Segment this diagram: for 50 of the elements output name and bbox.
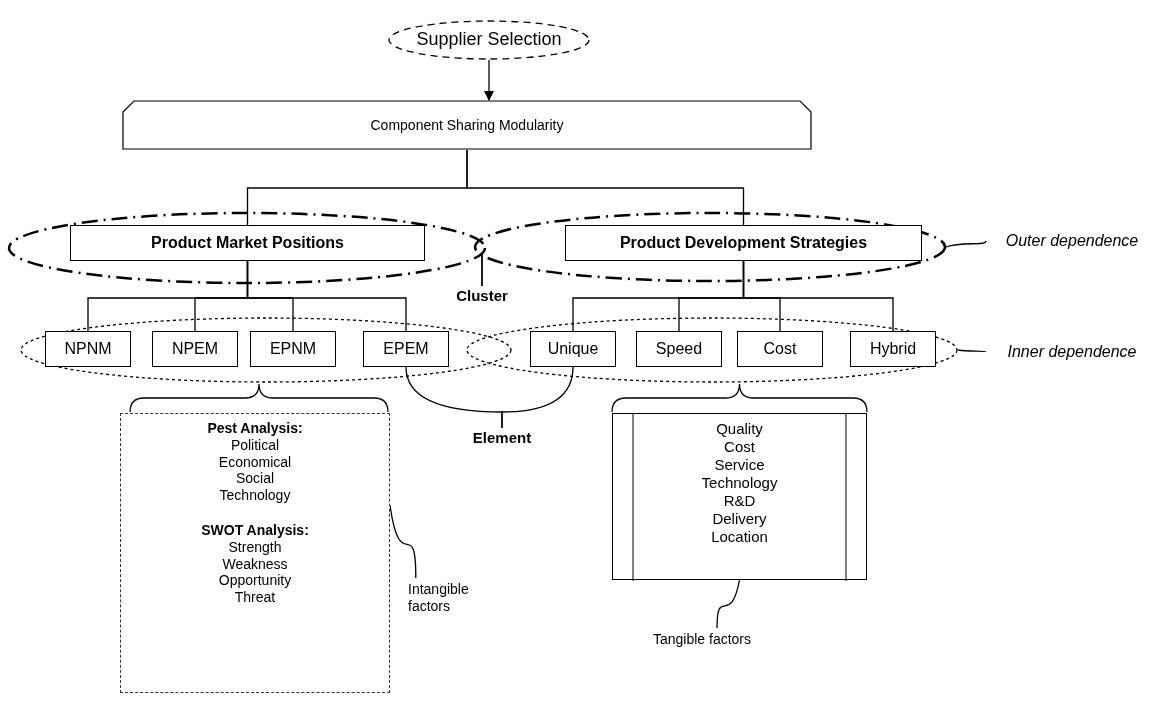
dash-dot-ellipse — [474, 212, 946, 282]
element-box: EPNM — [250, 331, 336, 367]
annotation-text: Inner dependence — [986, 341, 1158, 363]
connector-line — [742, 260, 894, 332]
annotation-text: Outer dependence — [986, 230, 1158, 252]
dash-dot-ellipse — [8, 212, 486, 284]
dotted-ellipse — [466, 317, 958, 383]
element-box: Speed — [636, 331, 722, 367]
leader-line — [716, 579, 741, 629]
connector-line — [466, 149, 745, 226]
leader-line — [945, 240, 987, 248]
leader-line — [501, 366, 574, 429]
list-item: Threat — [234, 589, 276, 606]
element-box: Unique — [530, 331, 616, 367]
annotation-text: Element — [468, 428, 536, 448]
list-item: Economical — [218, 453, 292, 471]
element-box: EPEM — [363, 331, 449, 367]
goal-ellipse: Supplier Selection — [388, 20, 590, 60]
cluster-box: Product Market Positions — [70, 225, 425, 261]
element-box: NPEM — [152, 331, 238, 367]
cluster-box: Product Development Strategies — [565, 225, 922, 261]
list-item: Location — [711, 528, 768, 546]
annotation-text: Cluster — [450, 286, 514, 306]
heading-text: Pest Analysis: — [207, 420, 303, 437]
arrow — [484, 59, 494, 101]
annotation-text: Tangible factors — [627, 628, 777, 650]
factor-list-box — [120, 413, 390, 693]
leader-line — [389, 504, 417, 579]
list-item: Cost — [724, 438, 755, 456]
list-item: Quality — [716, 420, 763, 438]
element-box: NPNM — [45, 331, 131, 367]
list-item: Technology — [701, 474, 778, 492]
element-box: Hybrid — [850, 331, 936, 367]
list-item: R&D — [723, 492, 756, 510]
list-item: Political — [230, 436, 280, 454]
list-item: Technology — [219, 487, 291, 504]
list-item: Delivery — [712, 510, 767, 528]
factor-list-box — [612, 413, 867, 580]
list-item: Opportunity — [218, 572, 292, 590]
leader-line — [957, 349, 987, 353]
list-item: Weakness — [222, 555, 288, 573]
dotted-ellipse — [20, 317, 512, 383]
list-item: Service — [714, 456, 765, 474]
heading-text: SWOT Analysis: — [201, 522, 309, 539]
annotation-text: Intangible factors — [408, 578, 486, 618]
element-box: Cost — [737, 331, 823, 367]
list-item: Social — [235, 470, 275, 488]
connector-line — [246, 260, 407, 332]
list-item: Strength — [228, 538, 282, 556]
criteria-box: Component Sharing Modularity — [122, 100, 812, 150]
